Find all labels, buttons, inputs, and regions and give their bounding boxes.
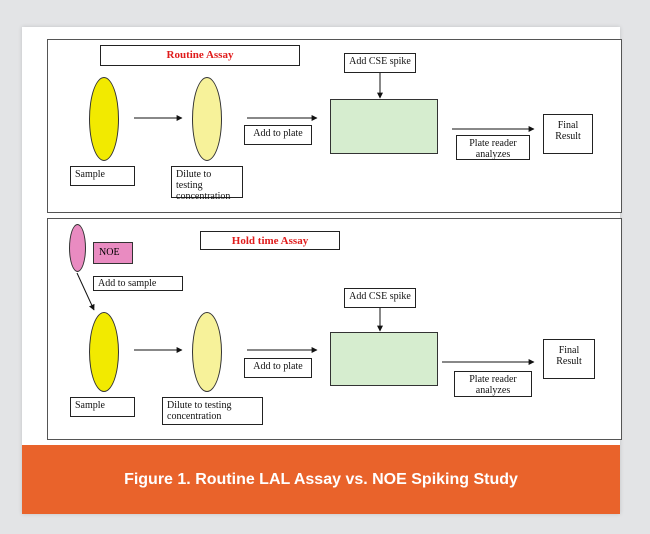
routine-add-to-plate-label: Add to plate xyxy=(244,125,312,145)
routine-final-result-label: Final Result xyxy=(543,114,593,154)
flow-arrows xyxy=(76,73,535,365)
hold-dilute-ellipse xyxy=(192,312,222,392)
hold-time-assay-panel xyxy=(47,218,622,440)
hold-time-assay-title: Hold time Assay xyxy=(200,231,340,250)
figure-caption-banner: Figure 1. Routine LAL Assay vs. NOE Spik… xyxy=(22,445,620,514)
noe-ellipse xyxy=(69,224,86,272)
hold-add-cse-label: Add CSE spike xyxy=(344,288,416,308)
routine-plate-reader-label: Plate reader analyzes xyxy=(456,135,530,160)
figure-caption: Figure 1. Routine LAL Assay vs. NOE Spik… xyxy=(124,470,518,488)
noe-label: NOE xyxy=(93,242,133,264)
hold-plate-reader-label: Plate reader analyzes xyxy=(454,371,532,397)
hold-plate-box xyxy=(330,332,438,386)
routine-dilute-ellipse xyxy=(192,77,222,161)
figure-card: Routine Assay Sample Dilute to testing c… xyxy=(22,27,622,514)
hold-dilute-label: Dilute to testing concentration xyxy=(162,397,263,425)
routine-sample-ellipse xyxy=(89,77,119,161)
routine-dilute-label: Dilute to testing concentration xyxy=(171,166,243,202)
routine-add-cse-label: Add CSE spike xyxy=(344,53,416,73)
add-to-sample-label: Add to sample xyxy=(93,276,183,291)
hold-sample-ellipse xyxy=(89,312,119,392)
routine-plate-box xyxy=(330,99,438,154)
routine-assay-title: Routine Assay xyxy=(100,45,300,66)
hold-add-to-plate-label: Add to plate xyxy=(244,358,312,378)
arrow-noe-to-sample xyxy=(76,272,95,311)
routine-sample-label: Sample xyxy=(70,166,135,186)
hold-final-result-label: Final Result xyxy=(543,339,595,379)
hold-sample-label: Sample xyxy=(70,397,135,417)
